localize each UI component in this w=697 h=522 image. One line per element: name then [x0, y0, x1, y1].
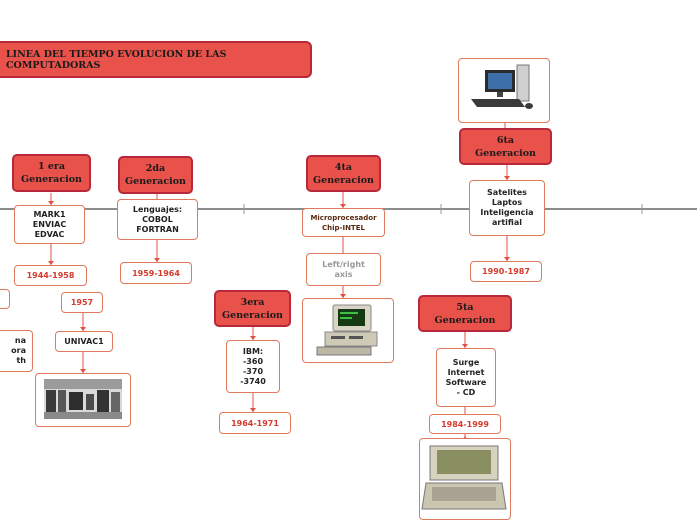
univac-year: 1957 [61, 292, 103, 313]
generation-6-technologies: Satelites Laptos Inteligencia artifial [469, 180, 545, 236]
generation-2-node: 2da Generacion [118, 156, 193, 194]
laptop-photo [419, 438, 511, 520]
generation-6-node: 6ta Generacion [459, 128, 552, 165]
generation-4-microprocessor: Microprocesador Chip-INTEL [302, 208, 385, 237]
generation-1-node: 1 era Generacion [12, 154, 91, 192]
univac-photo [35, 373, 131, 427]
page-title: LINEA DEL TIEMPO EVOLUCION DE LAS COMPUT… [0, 41, 312, 78]
partial-date-node [0, 289, 10, 309]
generation-4-node: 4ta Generacion [306, 155, 381, 192]
generation-2-dates: 1959-1964 [120, 262, 192, 284]
generation-3-node: 3era Generacion [214, 290, 291, 327]
generation-3-dates: 1964-1971 [219, 412, 291, 434]
generation-2-languages: Lenguajes: COBOL FORTRAN [117, 199, 198, 240]
ibm-pc-photo [302, 298, 394, 363]
generation-1-machines: MARK1 ENVIAC EDVAC [14, 205, 85, 244]
generation-3-ibm-models: IBM: -360 -370 -3740 [226, 340, 280, 393]
univac-node: UNIVAC1 [55, 331, 113, 352]
generation-5-dates: 1984-1999 [429, 414, 501, 434]
monitor-tower-icon [471, 64, 533, 109]
partial-left-node: na ora th [0, 330, 33, 372]
generation-1-dates: 1944-1958 [14, 265, 87, 286]
generation-5-node: 5ta Generacion [418, 295, 512, 332]
modern-desktop-photo [458, 58, 550, 123]
univac-room-icon [44, 379, 122, 419]
axis-label-node: Left/right axis [306, 253, 381, 286]
generation-5-internet: Surge Internet Software - CD [436, 348, 496, 407]
generation-6-dates: 1990-1987 [470, 261, 542, 282]
desktop-computer-icon [316, 304, 378, 356]
laptop-icon [421, 445, 507, 510]
